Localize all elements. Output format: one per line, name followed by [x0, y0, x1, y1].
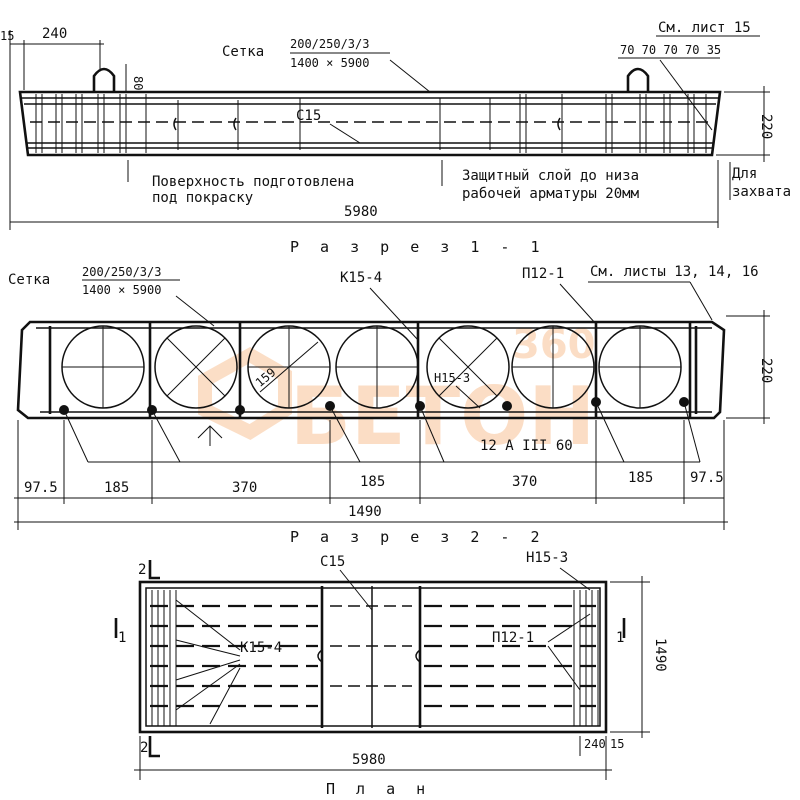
setka-bottom-2: 1400 × 5900 — [82, 283, 161, 297]
see-sheets-label: См. листы 13, 14, 16 — [590, 264, 759, 280]
width-1490-2: 1490 — [348, 504, 382, 520]
frames-right — [519, 94, 707, 153]
setka-bottom-1: 1400 × 5900 — [290, 56, 369, 70]
plan-c15-hooks — [317, 649, 421, 663]
rebar-12aiii60: 12 А III 60 — [480, 438, 573, 454]
mark-1-right: 1 — [616, 630, 624, 646]
void-1 — [61, 325, 145, 409]
dim-chain-0: 97.5 — [24, 480, 58, 496]
plan-title: П л а н — [326, 780, 431, 798]
setka-top-1: 200/250/3/3 — [290, 37, 369, 51]
width-1490-plan: 1490 — [652, 638, 668, 672]
plan-outline — [138, 580, 608, 734]
length-5980-plan: 5980 — [352, 752, 386, 768]
k15-4-label-2: К15-4 — [340, 270, 382, 286]
void-2 — [154, 325, 238, 409]
watermark-top-text: 360 — [512, 322, 596, 368]
dim-chain-4: 370 — [512, 474, 537, 490]
setka-leader-1 — [389, 59, 431, 93]
frames-left — [35, 94, 491, 153]
plan-end-frames-left — [151, 590, 177, 726]
setka-top-2: 200/250/3/3 — [82, 265, 161, 279]
dim-80: 80 — [131, 76, 145, 90]
k15-4-leaders-plan — [175, 599, 241, 725]
n15-3-leader-2 — [455, 385, 481, 409]
vertical-frames — [48, 322, 698, 418]
dim-chain-3: 185 — [360, 474, 385, 490]
lifting-loop-right — [626, 67, 650, 92]
section-2-title: Р а з р е з 2 - 2 — [290, 528, 546, 546]
dim-chain-1: 185 — [104, 480, 129, 496]
void-4 — [335, 325, 419, 409]
see-sheets-leader — [689, 281, 713, 321]
mark-2-bottom-arrow — [148, 736, 160, 758]
setka-label-2: Сетка — [8, 272, 50, 288]
protect-note-2: рабочей арматуры 20мм — [462, 186, 640, 202]
dims-right-top: 70 70 70 70 35 — [620, 43, 721, 57]
section-1-1: 15 240 80 Сетка 200/250/3/3 1400 × 5900 … — [0, 20, 791, 256]
p12-1-label-2: П12-1 — [522, 266, 564, 282]
plan-view: С15 Н15-3 К15-4 П12-1 2 2 1 1 1490 — [114, 550, 668, 798]
length-5980-1: 5980 — [344, 204, 378, 220]
lifting-loop-left — [92, 67, 116, 92]
height-220-2: 220 — [758, 358, 774, 383]
see-sheet-15: См. лист 15 — [658, 20, 751, 36]
n15-3-label-2: Н15-3 — [434, 371, 470, 385]
setka-label-1: Сетка — [222, 44, 264, 60]
plan-void-lines — [150, 604, 596, 708]
dim-chain-6: 97.5 — [690, 470, 724, 486]
mark-1-left: 1 — [118, 630, 126, 646]
dim-15-top: 15 — [0, 29, 14, 43]
plan-end-frames-right — [573, 590, 599, 726]
grip-note-2: захвата — [732, 184, 791, 200]
mark-2-bottom: 2 — [140, 740, 148, 756]
dim-chain-2: 370 — [232, 480, 257, 496]
p12-1-leaders-plan — [547, 613, 591, 691]
c15-label-plan: С15 — [320, 554, 345, 570]
k15-4-label-plan: К15-4 — [240, 640, 282, 656]
plan-inner-outline — [145, 587, 601, 727]
section-2-2: Сетка 200/250/3/3 1400 × 5900 К15-4 П12-… — [8, 264, 774, 546]
slab-outline-longitudinal — [18, 90, 722, 157]
section-1-title: Р а з р е з 1 - 1 — [290, 238, 546, 256]
see-sheet-leader — [659, 59, 713, 131]
dim-240-plan: 240 — [584, 737, 606, 751]
grip-note-1: Для — [732, 166, 757, 182]
protect-note-1: Защитный слой до низа — [462, 168, 639, 184]
c15-label-1: С15 — [296, 108, 321, 124]
dim-15-plan: 15 — [610, 737, 624, 751]
clip-hooks — [173, 117, 561, 131]
setka-leader-2 — [175, 295, 215, 327]
n15-3-label-plan: Н15-3 — [526, 550, 568, 566]
mark-2-top-arrow — [148, 560, 160, 580]
c15-leader-1 — [329, 123, 361, 144]
mark-2-top: 2 — [138, 562, 146, 578]
p12-1-leader-2 — [559, 283, 597, 325]
slab-outline-cross — [16, 320, 726, 420]
rebar-leaders — [63, 401, 701, 463]
n15-3-leader-plan — [559, 567, 591, 591]
dim-chain-ticks — [17, 420, 725, 530]
k15-4-leader-2 — [369, 287, 419, 341]
void-3 — [247, 325, 331, 409]
c15-leader-plan — [339, 569, 373, 611]
height-220-1: 220 — [758, 114, 774, 139]
dim-chain-5: 185 — [628, 470, 653, 486]
void-5 — [426, 325, 510, 409]
surface-note-1: Поверхность подготовлена — [152, 174, 354, 190]
void-6 — [511, 325, 595, 409]
dim-240-top: 240 — [42, 26, 67, 42]
void-7 — [598, 325, 682, 409]
p12-1-label-plan: П12-1 — [492, 630, 534, 646]
surface-note-2: под покраску — [152, 190, 253, 206]
